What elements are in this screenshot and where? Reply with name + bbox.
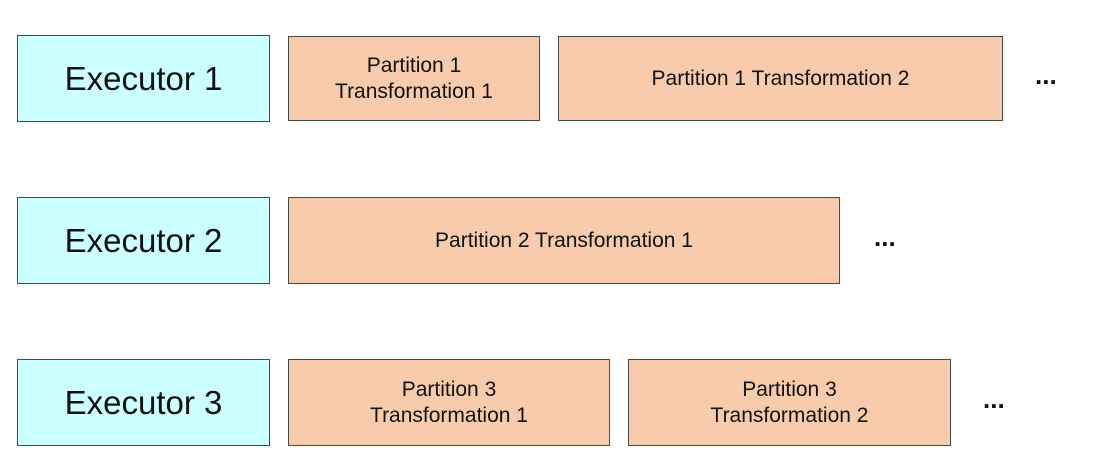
executor-1-box: Executor 1 (17, 35, 270, 122)
partition-1-transformation-2-box: Partition 1 Transformation 2 (558, 36, 1003, 121)
executor-3-box: Executor 3 (17, 359, 270, 446)
executor-2-ellipsis: ... (874, 222, 896, 252)
partition-1-transformation-1-box: Partition 1 Transformation 1 (288, 36, 540, 121)
partition-2-transformation-1-box: Partition 2 Transformation 1 (288, 197, 840, 284)
partition-3-transformation-2-box: Partition 3 Transformation 2 (628, 359, 951, 446)
partition-3-transformation-1-box: Partition 3 Transformation 1 (288, 359, 610, 446)
executor-1-ellipsis: ... (1035, 60, 1057, 90)
executor-2-box: Executor 2 (17, 197, 270, 284)
executor-3-ellipsis: ... (983, 384, 1005, 414)
